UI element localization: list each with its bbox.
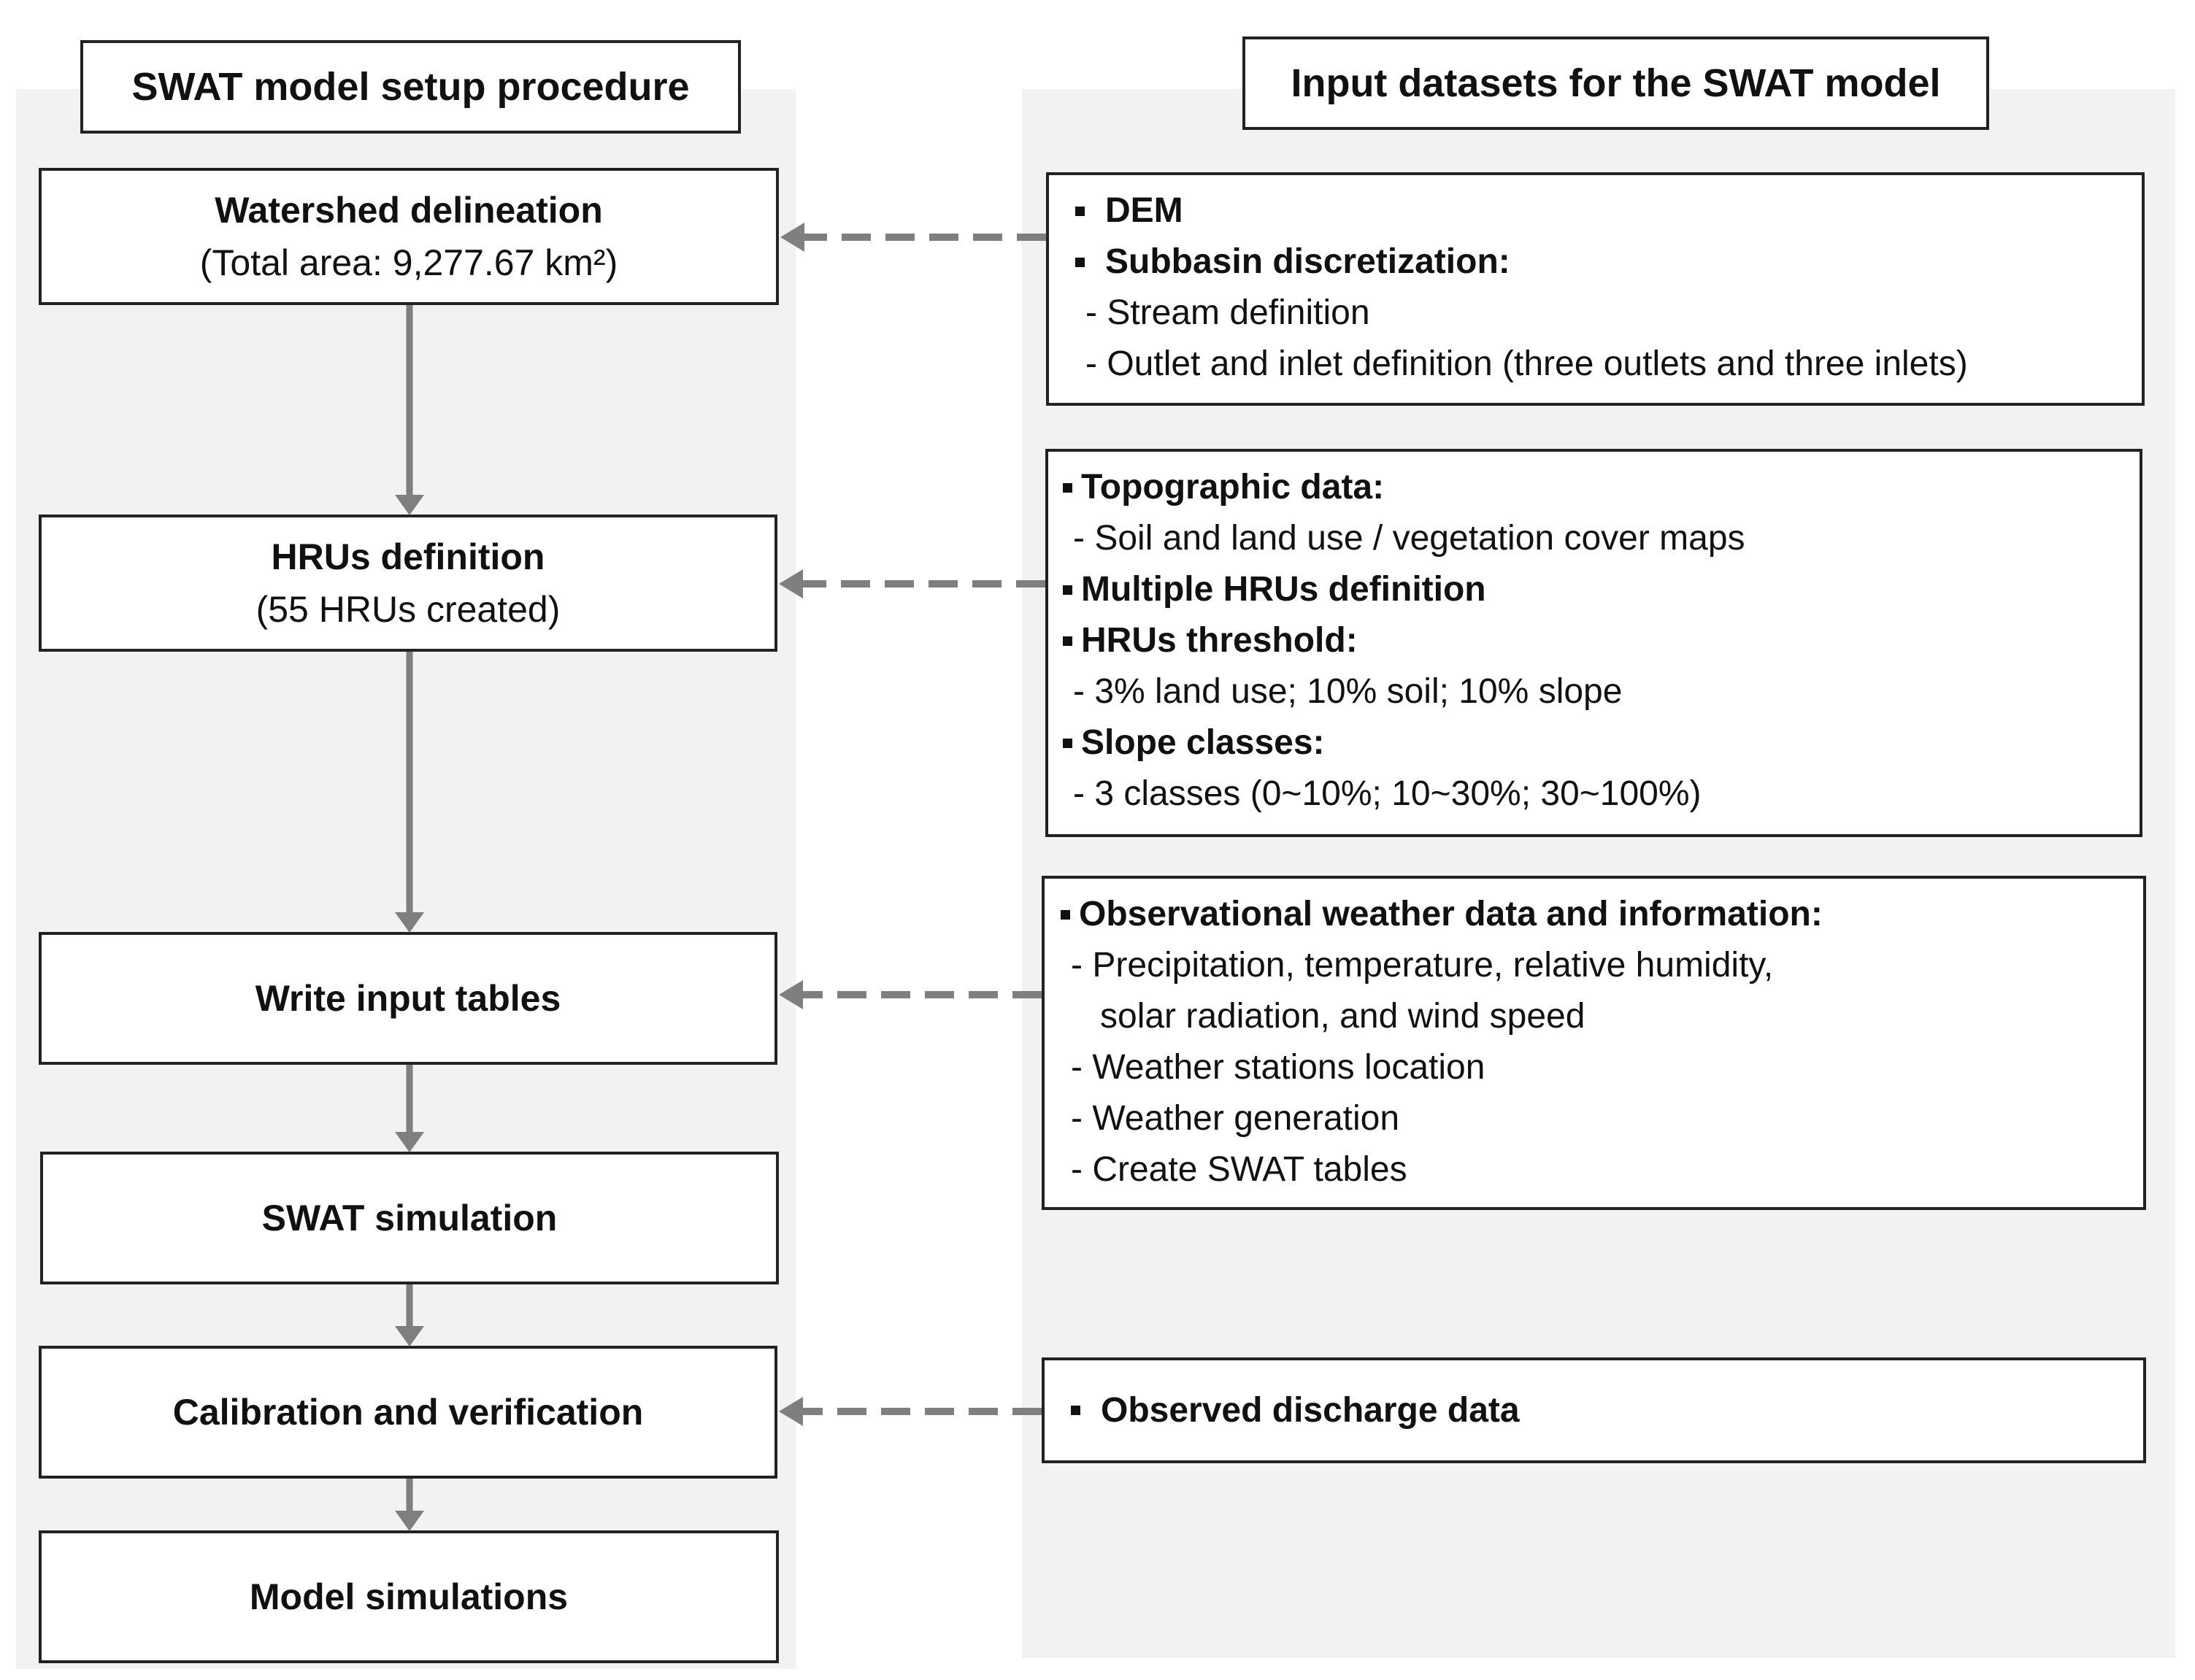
input-bullet: DEM [1075, 185, 2142, 236]
step-title: HRUs definition [271, 536, 545, 577]
input-arrowhead [779, 980, 803, 1009]
input-bullet: Slope classes: [1063, 717, 2140, 768]
input-bullet: Observed discharge data [1071, 1385, 1520, 1436]
bullet-square-icon [1063, 636, 1072, 646]
input-sub-item: - Outlet and inlet definition (three out… [1085, 344, 1968, 383]
step-write-input-tables: Write input tables [39, 932, 777, 1065]
step-hrus-definition: HRUs definition (55 HRUs created) [39, 515, 777, 652]
input-bullet: Subbasin discretization: [1075, 236, 2142, 288]
input-sub-item: - 3 classes (0~10%; 10~30%; 30~100%) [1073, 774, 1702, 813]
input-arrowhead [779, 1397, 803, 1426]
bullet-square-icon [1071, 1406, 1080, 1415]
bullet-square-icon [1075, 206, 1085, 216]
bullet-square-icon [1063, 482, 1072, 493]
step-swat-simulation: SWAT simulation [40, 1152, 779, 1284]
step-calibration-verification: Calibration and verification [39, 1346, 777, 1479]
input-line-text: Slope classes: [1081, 723, 1325, 762]
input-line-text: Observed discharge data [1101, 1390, 1520, 1430]
input-line-text: Subbasin discretization: [1105, 242, 1510, 281]
step-title: Write input tables [255, 977, 561, 1019]
step-title: SWAT simulation [261, 1197, 558, 1238]
input-arrowhead [780, 223, 804, 252]
flow-arrows [395, 305, 424, 1531]
input-sub-item: - 3% land use; 10% soil; 10% slope [1073, 672, 1623, 711]
input-box-weather: Observational weather data and informati… [1042, 876, 2146, 1210]
bullet-square-icon [1063, 738, 1072, 748]
step-title: Watershed delineation [215, 189, 603, 231]
input-sub-item: - Create SWAT tables [1071, 1150, 1407, 1189]
flow-arrowhead [395, 495, 424, 515]
input-line-text: Topographic data: [1081, 468, 1385, 506]
step-title: Calibration and verification [172, 1391, 644, 1433]
input-sub-item: - Weather generation [1071, 1099, 1400, 1138]
inputs-header: Input datasets for the SWAT model [1242, 36, 1989, 130]
input-box-dem: DEM Subbasin discretization: - Stream de… [1046, 172, 2145, 406]
input-bullet: Topographic data: [1063, 462, 2140, 513]
step-subtitle: (55 HRUs created) [255, 589, 561, 630]
input-line-text: DEM [1105, 191, 1183, 230]
step-watershed-delineation: Watershed delineation (Total area: 9,277… [39, 168, 779, 305]
input-sub-item: - Precipitation, temperature, relative h… [1071, 946, 1774, 985]
step-subtitle: (Total area: 9,277.67 km²) [199, 242, 618, 283]
input-arrowhead [779, 569, 803, 598]
input-bullet: Multiple HRUs definition [1063, 564, 2140, 615]
input-sub-item-continued: solar radiation, and wind speed [1100, 997, 1585, 1036]
bullet-square-icon [1061, 909, 1070, 920]
input-box-discharge: Observed discharge data [1042, 1357, 2146, 1463]
input-sub-item: - Stream definition [1085, 293, 1370, 332]
input-box-topographic: Topographic data: - Soil and land use / … [1045, 449, 2142, 837]
flow-arrowhead [395, 1132, 424, 1152]
procedure-header: SWAT model setup procedure [80, 40, 741, 134]
input-line-text: HRUs threshold: [1081, 621, 1358, 660]
input-line-text: Multiple HRUs definition [1081, 570, 1486, 609]
bullet-square-icon [1063, 585, 1072, 595]
flow-arrowhead [395, 1326, 424, 1346]
step-title: Model simulations [249, 1576, 569, 1617]
input-sub-item: - Weather stations location [1071, 1048, 1485, 1087]
input-line-text: Observational weather data and informati… [1079, 895, 1823, 933]
input-bullet: HRUs threshold: [1063, 615, 2140, 666]
input-bullet: Observational weather data and informati… [1061, 889, 2143, 940]
input-arrows [779, 223, 1046, 1426]
bullet-square-icon [1075, 257, 1085, 267]
step-model-simulations: Model simulations [39, 1530, 779, 1663]
flow-arrowhead [395, 1511, 424, 1531]
flow-arrowhead [395, 912, 424, 933]
input-sub-item: - Soil and land use / vegetation cover m… [1073, 519, 1745, 558]
